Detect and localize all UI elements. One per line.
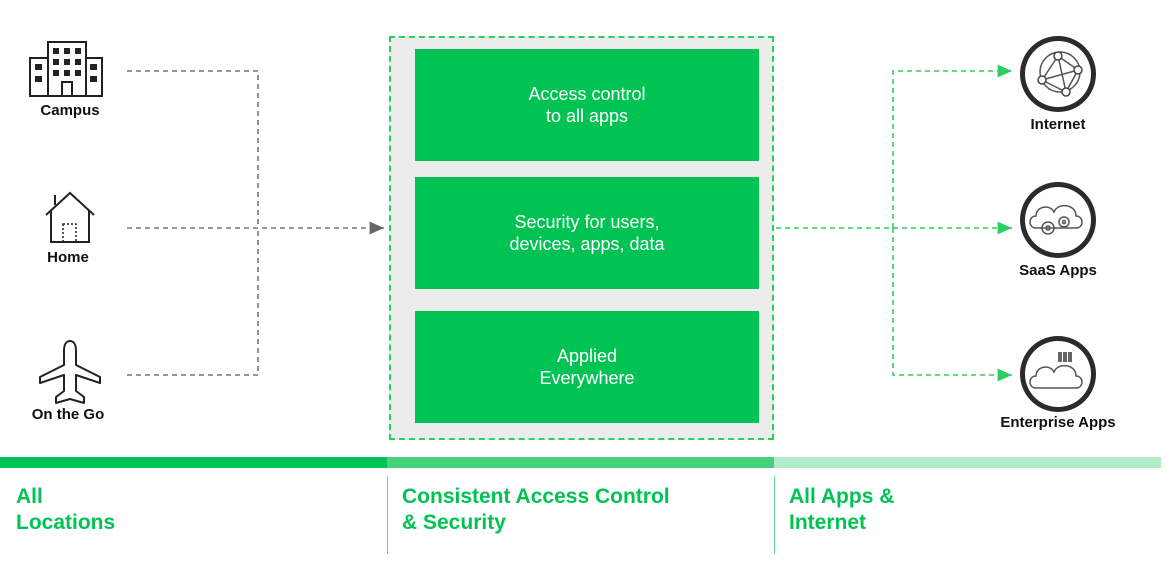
building-icon: [29, 41, 103, 97]
applied-everywhere-box: Applied Everywhere: [415, 311, 759, 423]
onthego-connector: [127, 228, 259, 376]
destination-label-saas: SaaS Apps: [1019, 262, 1097, 279]
cloud-gears-icon: [1020, 182, 1096, 258]
security-text: Security for users, devices, apps, data: [509, 212, 665, 254]
divider-2: [774, 476, 775, 554]
globe-network-icon: [1020, 36, 1096, 112]
destination-label-internet: Internet: [1030, 116, 1086, 133]
divider-1: [387, 476, 388, 554]
campus-connector: [127, 70, 259, 228]
access-control-text: Access control to all apps: [528, 84, 646, 126]
location-label-campus: Campus: [40, 102, 100, 119]
applied-everywhere-text: Applied Everywhere: [539, 346, 635, 388]
destination-label-enterprise: Enterprise Apps: [1000, 414, 1116, 431]
security-panel: Access control to all apps Security for …: [389, 36, 774, 440]
footer-all-apps: All Apps & Internet: [789, 485, 895, 534]
location-label-home: Home: [47, 249, 89, 266]
footer-consistent-access: Consistent Access Control & Security: [402, 485, 670, 534]
footer-all-locations: All Locations: [16, 485, 116, 534]
bar-apps: [774, 457, 1161, 468]
internet-connector: [892, 64, 1012, 228]
security-box: Security for users, devices, apps, data: [415, 177, 759, 289]
house-icon: [45, 191, 95, 243]
bar-security: [387, 457, 774, 468]
enterprise-connector: [892, 228, 1012, 382]
airplane-icon: [39, 340, 101, 404]
location-label-onthego: On the Go: [31, 406, 105, 423]
cloud-server-icon: [1020, 336, 1096, 412]
bar-locations: [0, 457, 387, 468]
access-control-box: Access control to all apps: [415, 49, 759, 161]
